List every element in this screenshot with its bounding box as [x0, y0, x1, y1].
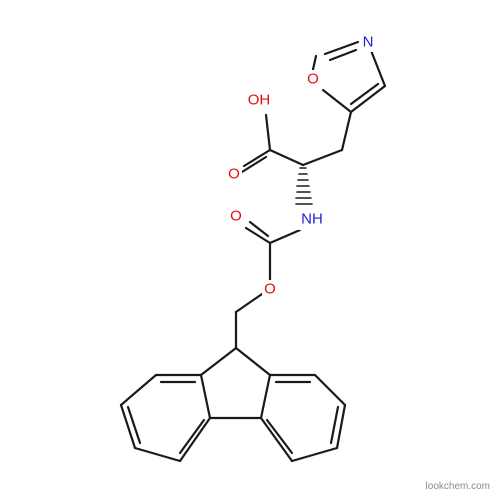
bond	[268, 148, 305, 167]
bond	[259, 373, 272, 420]
svg-text:O: O	[307, 71, 319, 88]
bond	[199, 346, 238, 377]
bond	[349, 84, 387, 114]
bond	[368, 46, 387, 88]
bond	[199, 373, 212, 420]
atom-acid-o: O	[226, 165, 242, 183]
bond	[323, 40, 360, 56]
bond	[268, 228, 302, 245]
bond	[301, 148, 344, 167]
bond	[329, 405, 340, 445]
bond	[340, 110, 353, 152]
svg-text:NH: NH	[301, 211, 323, 228]
stereo-hash-bond	[295, 167, 313, 205]
atom-carbamate-o-ester: O	[262, 280, 278, 298]
atom-labels: N O OH O NH O	[226, 34, 376, 298]
bond	[290, 446, 339, 463]
bond	[328, 48, 358, 62]
bond	[264, 113, 272, 152]
bond	[119, 403, 137, 450]
bond	[234, 346, 272, 377]
bond-lines	[119, 40, 387, 463]
watermark-text: lookchem.com	[425, 481, 490, 492]
bond	[313, 373, 347, 407]
bond	[119, 373, 158, 407]
bond	[178, 416, 212, 463]
svg-text:OH: OH	[248, 92, 271, 109]
bond	[265, 418, 294, 455]
svg-text:N: N	[363, 34, 374, 51]
bond	[126, 405, 142, 445]
atom-acid-oh: OH	[242, 90, 270, 110]
bond	[244, 226, 272, 245]
atom-oxazole-o: O	[305, 70, 321, 88]
svg-text:O: O	[264, 281, 276, 298]
bond	[133, 446, 182, 463]
atom-carbamate-o-double: O	[228, 207, 244, 225]
bond	[240, 155, 268, 174]
bond	[259, 416, 294, 463]
svg-text:O: O	[230, 208, 242, 225]
bond	[349, 82, 380, 106]
atom-oxazole-n: N	[360, 34, 376, 52]
bond	[248, 220, 270, 238]
bond	[335, 403, 347, 450]
bond	[234, 292, 264, 314]
bond	[321, 88, 353, 114]
bond	[178, 418, 206, 455]
atom-amide-nh: NH	[298, 210, 326, 230]
bond	[242, 148, 272, 168]
svg-text:O: O	[228, 166, 240, 183]
